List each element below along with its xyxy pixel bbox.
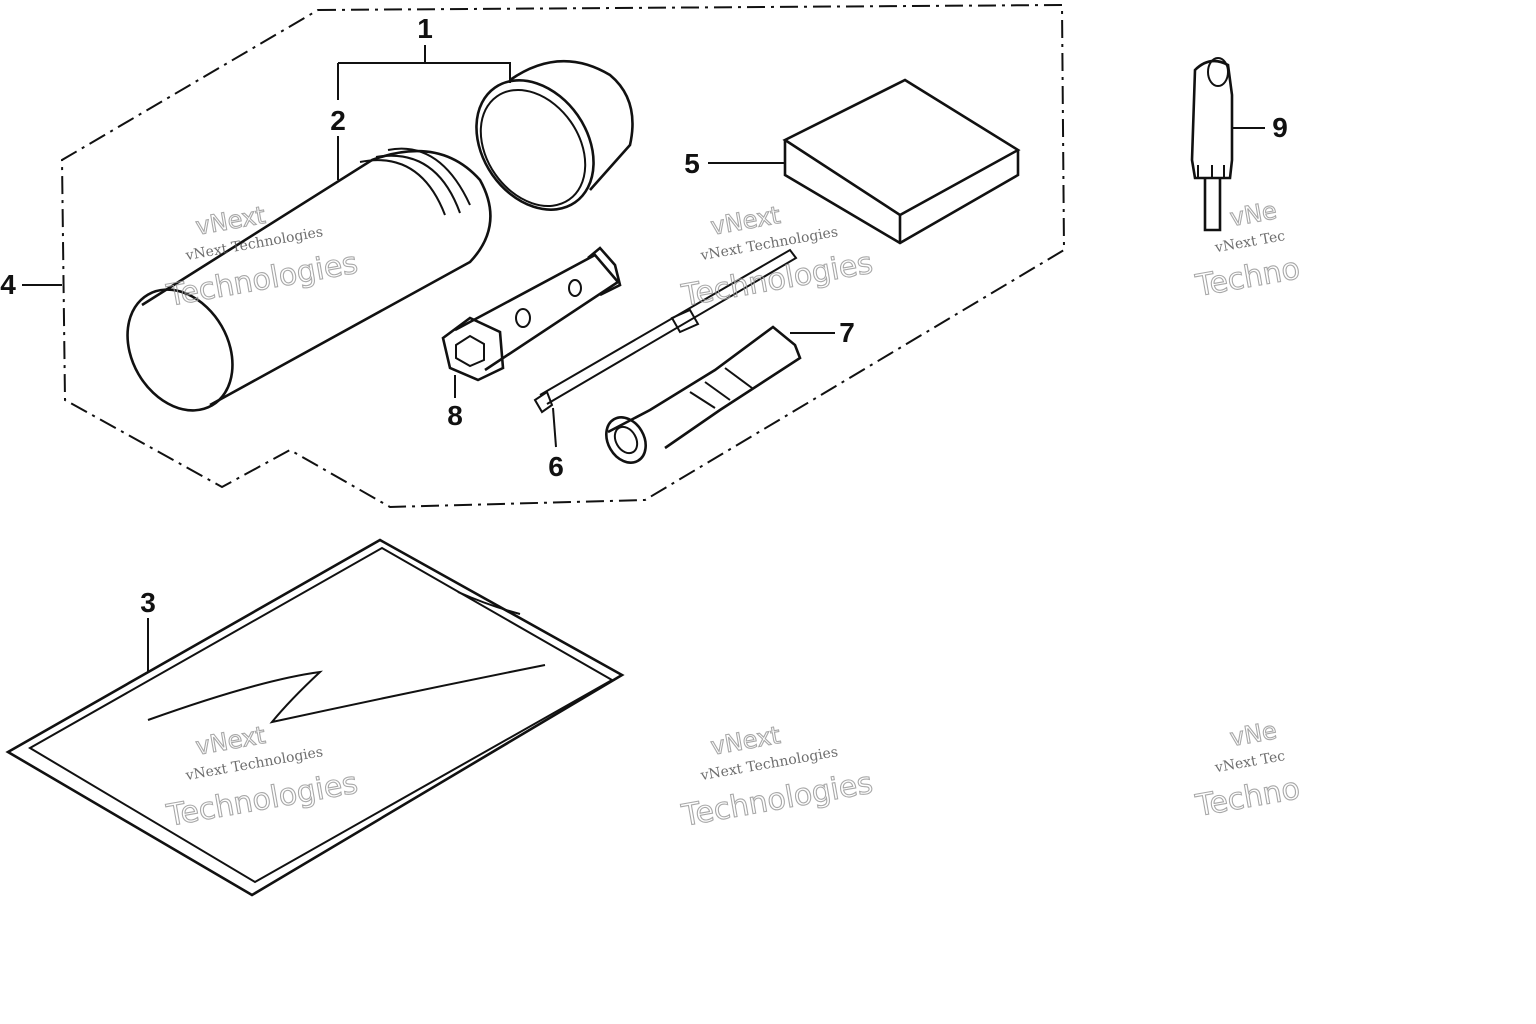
watermark-word-cut: Techno (1193, 771, 1303, 824)
watermark-brand-cut: vNe (1228, 716, 1279, 752)
callout-1: 1 (417, 13, 433, 44)
callout-8: 8 (447, 400, 463, 431)
watermark-line-cut: vNext Tec (1213, 228, 1287, 256)
callout-5: 5 (684, 148, 700, 179)
tool-case-tube (126, 147, 492, 412)
watermark-bottom-right: vNe vNext Tec Techno (1192, 716, 1303, 825)
callout-2: 2 (330, 105, 346, 136)
tool-case-cap (475, 59, 634, 211)
watermark-line-cut: vNext Tec (1213, 748, 1287, 776)
leader-lines (22, 45, 1265, 672)
watermark-word-cut: Techno (1193, 251, 1303, 304)
callout-6: 6 (548, 451, 564, 482)
watermark-top-left: vNext vNext Technologies Technologies (163, 200, 361, 314)
callout-4: 4 (0, 269, 16, 300)
watermark-brand-cut: vNe (1228, 196, 1279, 232)
hex-driver (1190, 57, 1234, 232)
screwdriver-handle (605, 325, 802, 464)
callout-9: 9 (1272, 112, 1288, 143)
watermark-top-center: vNext vNext Technologies Technologies (678, 200, 876, 314)
screwdriver-shaft (533, 248, 798, 414)
watermark-top-right: vNe vNext Tec Techno (1192, 196, 1303, 305)
callout-7: 7 (839, 317, 855, 348)
callout-3: 3 (140, 587, 156, 618)
box-spanner-wrench (441, 246, 622, 382)
watermark-bottom-left: vNext vNext Technologies Technologies (163, 720, 361, 834)
watermark-bottom-center: vNext vNext Technologies Technologies (678, 720, 876, 834)
kit-boundary-outline (60, 3, 1066, 509)
sponge-block (782, 78, 1021, 245)
document-pouch (5, 538, 625, 897)
